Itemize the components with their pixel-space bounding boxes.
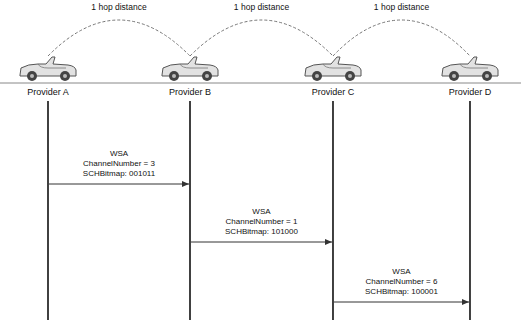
hop-distance-label: 1 hop distance [232,2,291,12]
hop-distance-label: 1 hop distance [89,2,148,12]
provider-node: Provider C [310,86,357,99]
car-icon [20,57,76,81]
message-label: WSA ChannelNumber = 6 SCHBitmap: 100001 [363,267,439,297]
message-arrow [334,299,469,305]
provider-node: Provider B [167,86,213,99]
hop-arc [48,20,190,56]
arrow-head [462,299,469,305]
lifeline [189,101,191,320]
lifeline [332,101,334,320]
lifeline [47,101,49,320]
car-icon [305,57,361,81]
hop-arc [190,20,333,56]
hop-arc [333,20,470,56]
provider-node: Provider D [447,86,494,99]
message-arrow [191,239,332,245]
message-label: WSA ChannelNumber = 1 SCHBitmap: 101000 [223,207,299,237]
message-label: WSA ChannelNumber = 3 SCHBitmap: 001011 [81,149,157,179]
lifeline [469,101,471,320]
arrow-head [182,181,189,187]
provider-label: Provider D [449,87,492,98]
provider-label: Provider B [169,87,211,98]
road-line [0,83,521,84]
message-arrow [49,181,189,187]
provider-label: Provider C [312,87,355,98]
provider-label: Provider A [27,87,69,98]
car-icon [162,57,218,81]
arrow-head [325,239,332,245]
car-icon [442,57,498,81]
provider-node: Provider A [25,86,71,99]
hop-distance-label: 1 hop distance [372,2,431,12]
